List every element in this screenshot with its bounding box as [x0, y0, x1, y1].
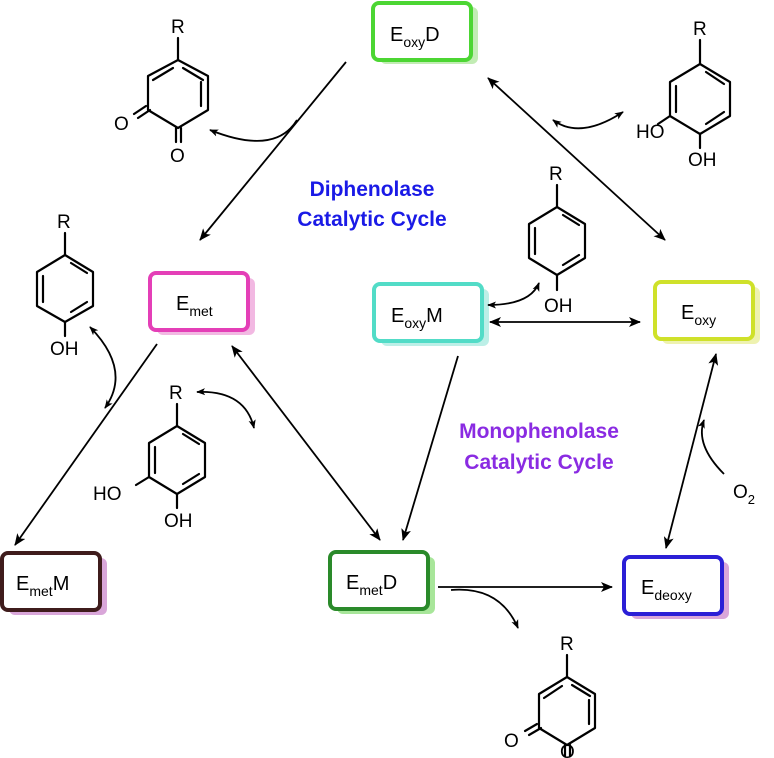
- curve-phenol-center: [487, 282, 540, 309]
- state-emetm-box: [0, 551, 102, 612]
- quinone-bottom: [523, 653, 597, 758]
- arrow-eoxym-to-emetd: [401, 355, 459, 541]
- monophenolase-cycle-label: Monophenolase Catalytic Cycle: [459, 420, 619, 474]
- catechol-middle-ho: HO: [93, 484, 122, 505]
- state-emet: Emet: [148, 271, 255, 335]
- quinone-top-left-r: R: [171, 17, 185, 38]
- phenol-center-oh: OH: [544, 296, 573, 317]
- state-eoxyd-box: [371, 1, 473, 62]
- phenol-left-r: R: [57, 212, 71, 233]
- catechol-top-right-r: R: [693, 19, 707, 40]
- state-emet-label: Emet: [176, 293, 213, 319]
- reaction-arrows: [14, 61, 725, 629]
- catechol-middle: [134, 402, 207, 510]
- state-eoxy: Eoxy: [653, 280, 760, 344]
- curve-release-quinone-bottom: [450, 588, 519, 629]
- phenol-center-r: R: [549, 164, 563, 185]
- diphenolase-line1: Diphenolase: [310, 178, 435, 201]
- state-edeoxy-box: [622, 555, 724, 616]
- state-eoxyd: EoxyD: [371, 1, 478, 64]
- phenol-center: [527, 183, 587, 292]
- quinone-bottom-r: R: [560, 634, 574, 655]
- oxygen-label: O2: [733, 482, 755, 507]
- state-emet-box: [148, 271, 250, 332]
- quinone-top-left: [132, 36, 210, 144]
- state-emetd: EmetD: [328, 550, 435, 614]
- catechol-top-right-oh: OH: [688, 150, 717, 171]
- phenol-left: [35, 231, 95, 338]
- state-eoxym: EoxyM: [372, 282, 489, 346]
- state-eoxy-box: [653, 280, 755, 341]
- state-emetm-label: EmetM: [16, 573, 69, 599]
- catechol-middle-r: R: [169, 383, 183, 404]
- catechol-top-right: [656, 38, 732, 150]
- phenol-left-oh: OH: [50, 339, 79, 360]
- state-eoxy-label: Eoxy: [681, 302, 716, 328]
- quinone-bottom-o1: O: [504, 731, 519, 752]
- state-edeoxy-label: Edeoxy: [641, 577, 692, 603]
- state-eoxym-label: EoxyM: [391, 305, 443, 331]
- curve-oxygen: [697, 419, 725, 475]
- state-eoxyd-label: EoxyD: [390, 24, 440, 50]
- arrow-eoxyd-eoxy: [487, 77, 666, 241]
- curve-catechol-top: [552, 111, 624, 130]
- quinone-top-left-o1: O: [114, 114, 129, 135]
- arrow-emet-to-emetm: [14, 343, 158, 546]
- state-eoxym-box: [372, 282, 484, 343]
- curve-phenol-left: [89, 326, 117, 409]
- catechol-top-right-ho: HO: [636, 122, 665, 143]
- monophenolase-line2: Catalytic Cycle: [464, 451, 613, 474]
- diphenolase-cycle-label: Diphenolase Catalytic Cycle: [297, 178, 446, 231]
- curve-release-quinone-top: [209, 119, 298, 142]
- state-edeoxy: Edeoxy: [622, 555, 729, 619]
- diphenolase-line2: Catalytic Cycle: [297, 208, 446, 231]
- state-emetm: EmetM: [0, 551, 107, 615]
- quinone-top-left-o2: O: [170, 146, 185, 167]
- catechol-middle-oh: OH: [164, 511, 193, 532]
- arrow-emet-emetd: [231, 345, 381, 541]
- monophenolase-line1: Monophenolase: [459, 420, 619, 443]
- quinone-bottom-o2: O: [560, 742, 575, 758]
- arrow-eoxyd-to-emet: [199, 61, 347, 241]
- state-emetd-box: [328, 550, 430, 611]
- state-emetd-label: EmetD: [346, 572, 397, 598]
- arrow-eoxy-edeoxy: [663, 353, 719, 549]
- curve-catechol-mid: [196, 388, 256, 429]
